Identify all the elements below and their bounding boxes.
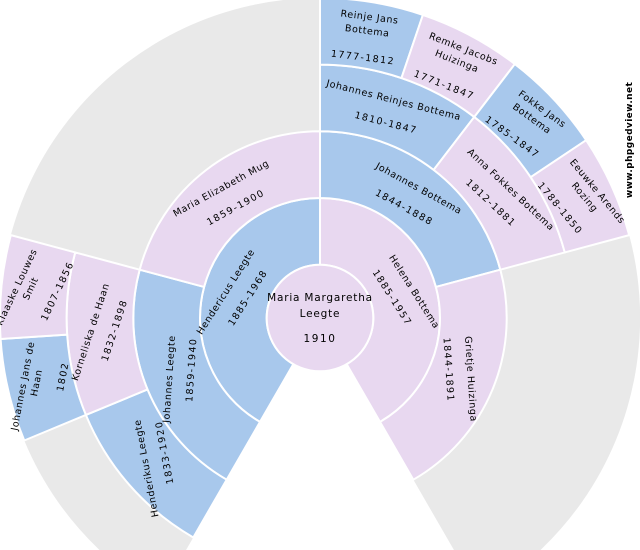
center-person-dates: 1910 [303,333,336,345]
center-person-name-line1: Maria Margaretha [267,292,373,304]
ancestor-name: Haan [29,369,45,398]
fan-slot-eeuwke-arends-rozing[interactable] [529,139,631,254]
fan-slot-grietje-huizinga[interactable] [379,268,508,481]
ancestor-dates: 1859-1940 [184,337,199,402]
center-person-label[interactable]: Maria Margaretha Leegte 1910 [267,292,373,345]
watermark-phpgedview: www.phpgedview.net [625,82,635,199]
ancestor-dates: 1844-1891 [441,337,456,402]
fan-slot-klaaske-louwes-smit[interactable] [0,234,77,340]
center-person-circle[interactable] [265,263,375,373]
center-person-name-line2: Leegte [300,308,341,320]
